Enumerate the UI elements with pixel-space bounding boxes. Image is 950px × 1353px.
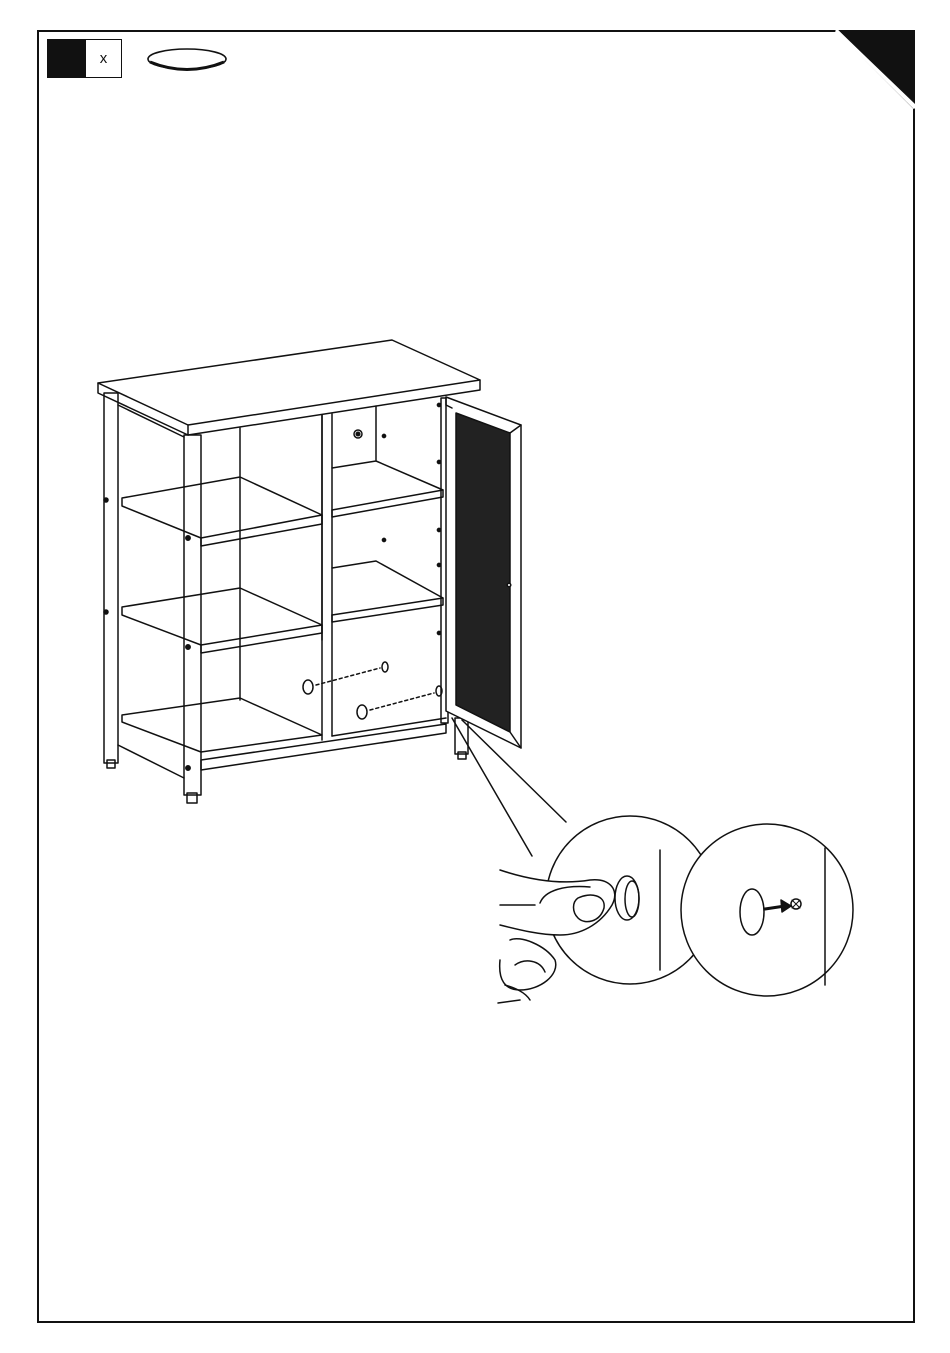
cabinet-illustration	[0, 0, 950, 1353]
